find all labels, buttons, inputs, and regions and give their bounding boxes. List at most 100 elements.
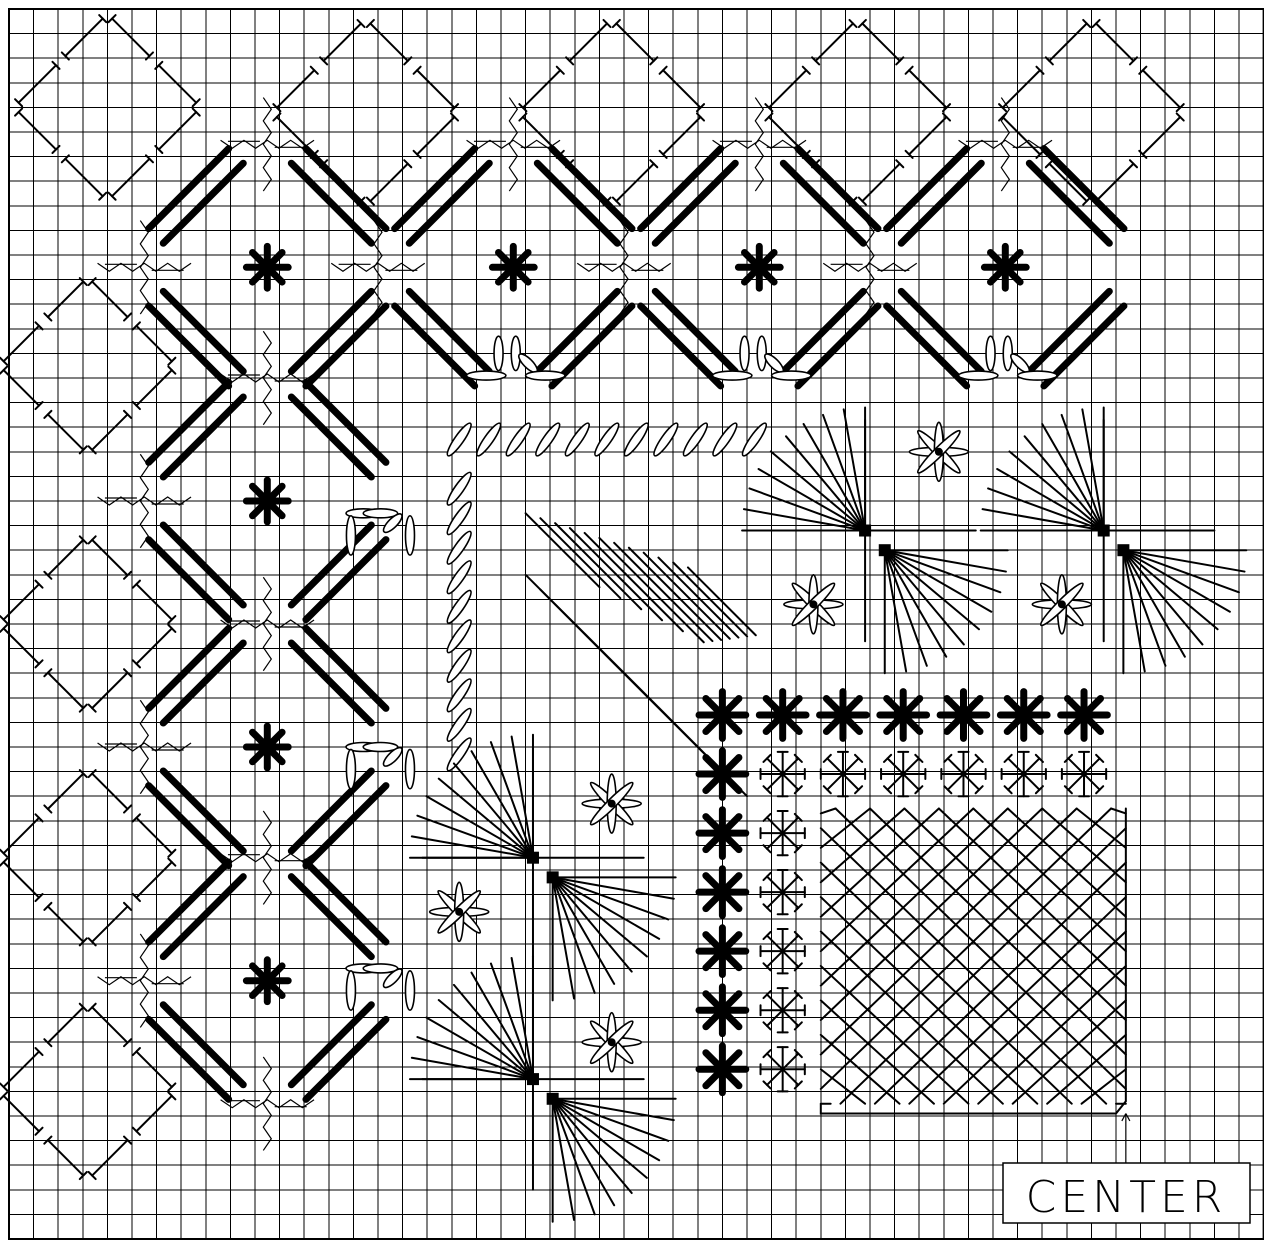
outline-stitch [92,1140,127,1175]
laid-oval [346,516,355,555]
outline-stitch [65,19,102,56]
outline-stitch [92,774,127,809]
hatch-line [821,809,1111,1089]
outline-stitch [92,1007,127,1042]
wavy-stitch [140,934,148,1027]
laid-oval [533,421,563,458]
asterisk-thick-icon [699,751,746,798]
wavy-cross-icon [467,98,560,191]
smyrna-star-icon [246,480,288,522]
laid-oval [772,371,811,380]
wavy-stitch [263,1057,271,1150]
laid-oval [621,421,651,458]
center-label-text: CENTER [1026,1172,1227,1223]
outline-stitch [48,673,83,708]
laid-oval [405,749,414,788]
laid-oval [1018,371,1057,380]
fan-core [527,1073,539,1085]
asterisk-thin-icon [761,1047,805,1091]
outline-stitch [1003,70,1040,107]
outline-stitch [277,70,314,107]
laid-oval [467,371,506,380]
grid [9,9,1264,1239]
hatch-line [1077,809,1126,848]
outline-stitch [48,540,83,575]
laid-oval [757,336,766,370]
outline-stitch [92,906,127,941]
asterisk-thick-icon [699,869,746,916]
oval-star-icon [909,422,968,481]
outline-stitch [19,112,56,149]
asterisk-thick-icon [699,810,746,857]
hatch-frame [821,809,1126,1114]
fan-core [1117,544,1129,556]
outline-stitch [92,282,127,317]
hatch-line [904,809,1125,1021]
laid-oval [739,421,769,458]
outline-stitch [136,628,171,663]
oval-star-center [1058,600,1066,608]
outline-stitch [92,414,127,449]
hatch-line [821,809,939,917]
hatch-line [821,1000,934,1103]
laid-oval [1003,336,1012,370]
outline-stitch [523,117,560,154]
fan-core [527,852,539,864]
fan-core [879,544,891,556]
ray-fan-icon [981,408,1247,674]
outline-stitch [159,65,196,102]
outline-stitch [663,70,700,107]
outline-stitch [92,673,127,708]
smyrna-star-icon [246,726,288,768]
outline-stitch [48,414,83,449]
wavy-cross-icon [221,811,314,904]
asterisk-thin-icon [761,988,805,1032]
hatch-line [821,1035,900,1104]
star-center [259,739,276,756]
outline-stitch [136,1096,171,1131]
satin-diag [658,558,738,638]
center-label: CENTER [1003,1163,1250,1223]
outline-stitch [112,159,149,196]
outline-stitch [48,774,83,809]
oval-star-center [608,1038,616,1046]
star-center [259,972,276,989]
outline-stitch [48,1140,83,1175]
oval-star-center [455,908,463,916]
smyrna-star-icon [246,246,288,288]
laid-oval [405,516,414,555]
star-center [259,493,276,510]
outline-stitch [136,818,171,853]
oval-star-icon [430,882,489,941]
laid-oval [986,336,995,370]
smyrna-star-icon [246,960,288,1002]
wavy-cross-icon [221,1057,314,1150]
oval-star-center [608,800,616,808]
outline-stitch [1143,70,1180,107]
smyrna-star-icon [738,246,780,288]
laid-oval [444,421,474,458]
star-center [997,259,1014,276]
wavy-cross-icon [98,934,191,1027]
asterisk-thin-icon [761,752,805,796]
hatch-line [1111,809,1126,814]
wavy-stitch [140,221,148,314]
laid-oval [511,336,520,370]
smyrna-star-icon [984,246,1026,288]
laid-oval [562,421,592,458]
outline-stitch [769,117,806,154]
hatch-line [821,809,836,814]
outline-stitch [136,326,171,361]
fan-core [1098,525,1110,537]
wavy-stitch [509,98,517,191]
outline-stitch [48,906,83,941]
outline-stitch [277,117,314,154]
laid-oval [346,749,355,788]
laid-oval [494,336,503,370]
outline-stitch [523,70,560,107]
hatch-line [1013,1000,1126,1103]
oval-star-center [935,448,943,456]
hatch-line [821,809,1008,986]
asterisk-thick-icon [699,928,746,975]
